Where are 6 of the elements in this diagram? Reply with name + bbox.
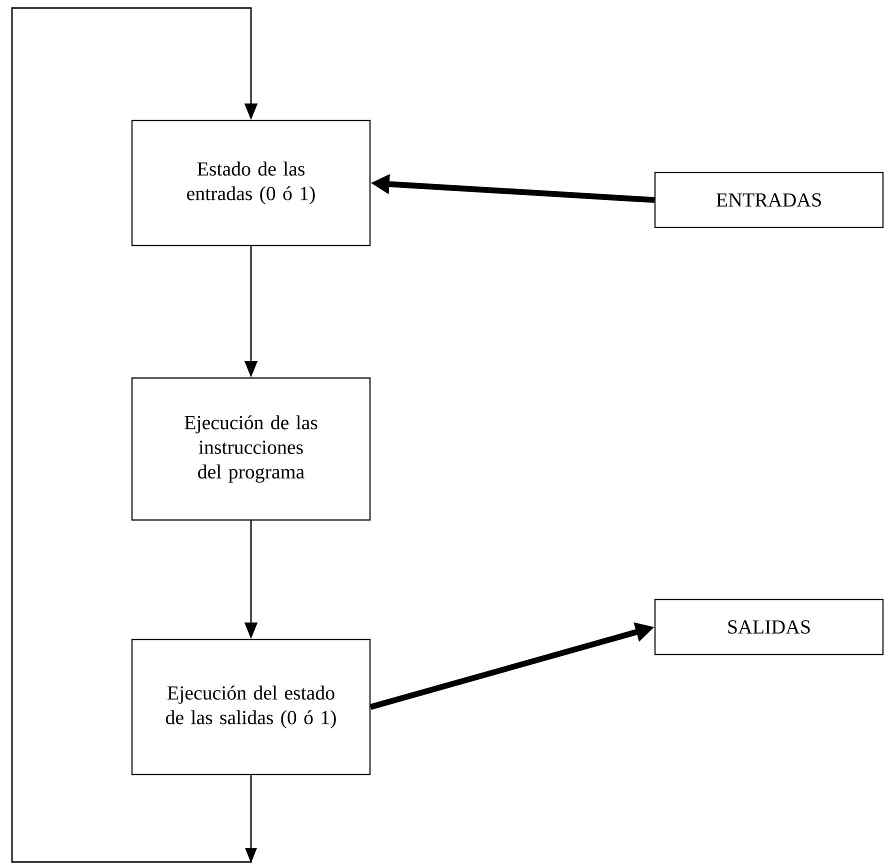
- process-box: SALIDAS: [654, 598, 884, 656]
- process-box: Ejecución de las instrucciones del programa: [131, 377, 371, 521]
- process-box: Estado de las entradas (0 ó 1): [131, 120, 371, 246]
- arrow: [11, 7, 258, 863]
- process-box: ENTRADAS: [654, 172, 884, 228]
- process-box: Ejecución del estado de las salidas (0 ó 1): [131, 638, 371, 776]
